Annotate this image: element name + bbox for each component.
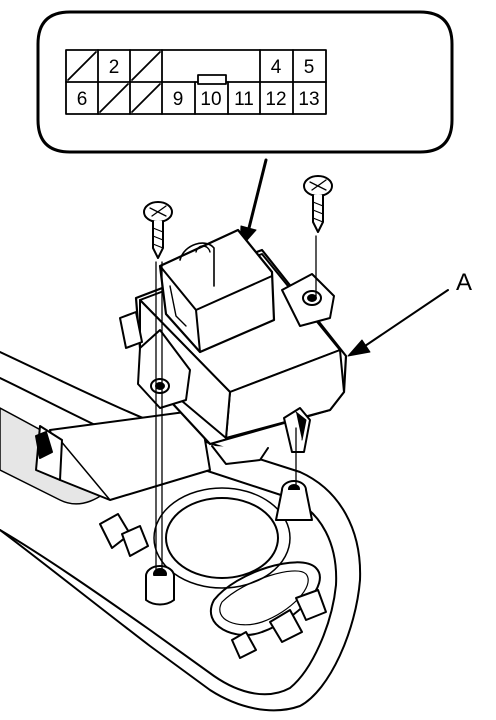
pin-label: 6 <box>77 89 88 110</box>
part-label-a: A <box>456 269 472 296</box>
part-callout-a: A <box>347 269 472 357</box>
pin-label: 12 <box>265 89 286 110</box>
pin-label: 2 <box>109 57 120 78</box>
pin-label: 4 <box>271 57 282 78</box>
connector-lock-tab <box>197 74 227 85</box>
switch-assembly <box>119 228 348 465</box>
callout-pointer-arrow <box>239 158 268 249</box>
connector-callout-outline <box>36 10 454 154</box>
pin-label: 10 <box>200 89 221 110</box>
console-clip <box>269 609 303 643</box>
blank-pin-slash <box>67 51 97 81</box>
left-bracket <box>35 409 211 501</box>
pin-labels: 2 4 5 6 9 10 11 12 13 <box>77 57 320 110</box>
blank-pin-slash <box>131 83 161 113</box>
switch-foot <box>211 445 269 465</box>
right-screw-boss <box>275 480 313 521</box>
switch-side-tab <box>119 311 143 349</box>
screw-left <box>143 201 173 259</box>
console-clip <box>121 525 149 557</box>
pin-label: 9 <box>173 89 184 110</box>
connector-callout: 2 4 5 6 9 10 11 12 13 <box>36 10 454 154</box>
console-panel <box>0 351 362 712</box>
blank-pin-slash <box>131 51 161 81</box>
console-clip <box>295 589 327 621</box>
blank-pin-slash <box>99 83 129 113</box>
connector-face <box>65 49 327 115</box>
cup-holder-opening <box>165 497 279 579</box>
pin-label: 13 <box>298 89 319 110</box>
screw-right <box>303 175 333 233</box>
console-clip <box>231 631 257 659</box>
switch-connector-housing <box>158 228 276 354</box>
pin-label: 5 <box>304 57 315 78</box>
lower-screw-boss <box>145 565 175 606</box>
switch-bottom-clip <box>283 407 311 453</box>
cup-holder-rim <box>153 487 291 589</box>
pin-label: 11 <box>234 89 254 110</box>
